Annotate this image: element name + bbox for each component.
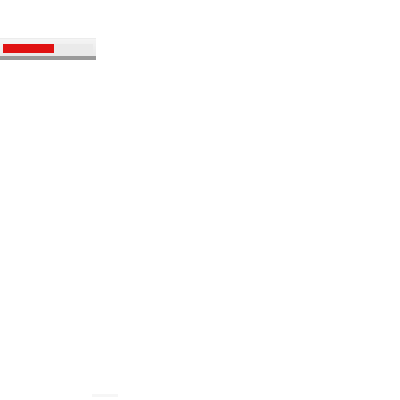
progress-fill bbox=[3, 44, 55, 53]
progress-track bbox=[3, 44, 93, 53]
faint-bottom-mark bbox=[92, 394, 118, 397]
progress-widget bbox=[0, 38, 96, 60]
progress-base-line bbox=[0, 56, 96, 60]
